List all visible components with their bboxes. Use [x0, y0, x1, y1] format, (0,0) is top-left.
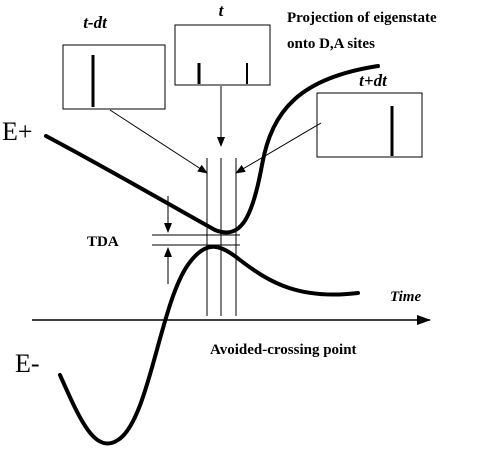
snapshot-label-t: t [219, 1, 225, 20]
lower-energy-curve [58, 244, 360, 446]
snapshot-box-t-minus-dt [62, 44, 166, 110]
upper-energy-label: E+ [2, 117, 33, 146]
time-axis-label: Time [390, 289, 421, 305]
lower-energy-label: E- [15, 349, 40, 378]
upper-energy-curve [44, 64, 380, 235]
tda-label: TDA [87, 234, 119, 250]
arrow-from-t-plus-dt [235, 122, 322, 174]
projection-title-line2: onto D,A sites [287, 36, 375, 52]
snapshot-box-t-plus-dt [316, 92, 423, 158]
avoided-crossing-label: Avoided-crossing point [210, 342, 357, 358]
snapshot-box-t [174, 24, 271, 86]
snapshot-label-t-minus-dt: t-dt [83, 13, 108, 32]
arrow-from-t-minus-dt [109, 109, 208, 174]
projection-title-line1: Projection of eigenstate [287, 10, 437, 26]
snapshot-label-t-plus-dt: t+dt [359, 71, 388, 90]
